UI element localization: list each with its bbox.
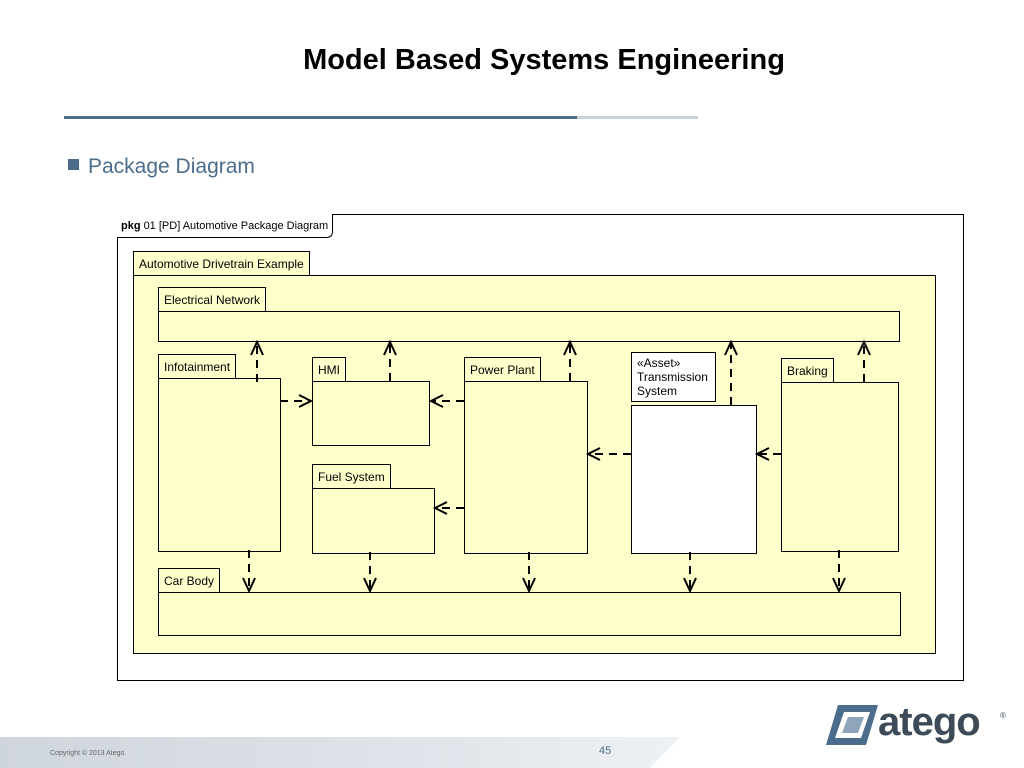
arrowhead-left	[585, 447, 601, 461]
arrowhead-down	[832, 577, 846, 594]
power-plant-label: Power Plant	[470, 363, 535, 377]
outer-package-tab[interactable]: Automotive Drivetrain Example	[133, 251, 310, 277]
slide-title: Model Based Systems Engineering	[303, 44, 785, 76]
infotainment-tab[interactable]: Infotainment	[158, 354, 237, 380]
electrical-network-tab[interactable]: Electrical Network	[158, 287, 267, 313]
arrowhead-down	[522, 577, 536, 594]
hmi-body[interactable]	[312, 381, 430, 446]
fuel-system-label: Fuel System	[318, 470, 385, 484]
copyright-text: Copyright © 2013 Atego.	[50, 750, 127, 757]
car-body-label: Car Body	[164, 574, 215, 588]
arrowhead-down	[683, 577, 697, 594]
braking-label: Braking	[787, 364, 828, 378]
outer-package-label: Automotive Drivetrain Example	[139, 257, 304, 271]
arrowhead-left	[754, 447, 770, 461]
title-underline-light	[577, 116, 698, 119]
fuel-system-tab[interactable]: Fuel System	[312, 464, 391, 490]
transmission-system-body[interactable]	[631, 405, 757, 554]
footer-gradient	[0, 737, 680, 768]
braking-body[interactable]	[781, 382, 899, 552]
braking-tab[interactable]: Braking	[781, 358, 834, 384]
arrowhead-left	[428, 394, 444, 408]
logo-wordmark: atego	[878, 700, 981, 744]
frame-name-label: 01 [PD] Automotive Package Diagram	[143, 220, 329, 232]
arrowhead-up	[857, 339, 871, 356]
transmission-stereotype: «Asset»	[637, 356, 681, 370]
frame-kind-label: pkg	[121, 220, 141, 232]
hmi-label: HMI	[318, 363, 340, 377]
arrowhead-up	[563, 339, 577, 356]
electrical-network-body[interactable]	[158, 311, 900, 342]
footer-band	[0, 737, 1024, 768]
infotainment-label: Infotainment	[164, 360, 231, 374]
power-plant-tab[interactable]: Power Plant	[464, 357, 541, 383]
square-bullet-icon	[68, 158, 79, 170]
arrowhead-down	[363, 577, 377, 594]
page-number: 45	[599, 745, 612, 757]
title-underline-dark	[64, 116, 577, 119]
car-body-tab[interactable]: Car Body	[158, 568, 221, 594]
arrowhead-up	[250, 339, 264, 356]
arrowhead-down	[242, 577, 256, 594]
transmission-label-line2: System	[637, 384, 678, 398]
infotainment-body[interactable]	[158, 378, 281, 552]
transmission-system-tab[interactable]: «Asset» Transmission System	[631, 352, 716, 402]
atego-logo-icon	[826, 705, 878, 745]
car-body-body[interactable]	[158, 592, 901, 636]
arrowhead-left	[432, 501, 448, 515]
registered-mark: ®	[1000, 711, 1006, 720]
electrical-network-label: Electrical Network	[164, 293, 261, 307]
fuel-system-body[interactable]	[312, 488, 435, 554]
bullet-text: Package Diagram	[88, 155, 255, 178]
arrowhead-up	[724, 339, 738, 356]
arrowhead-right	[298, 394, 314, 408]
power-plant-body[interactable]	[464, 381, 588, 554]
hmi-tab[interactable]: HMI	[312, 357, 346, 383]
title-underline	[64, 116, 698, 120]
transmission-label-line1: Transmission	[637, 370, 708, 384]
bullet-item: Package Diagram	[68, 155, 255, 179]
arrowhead-up	[383, 339, 397, 356]
